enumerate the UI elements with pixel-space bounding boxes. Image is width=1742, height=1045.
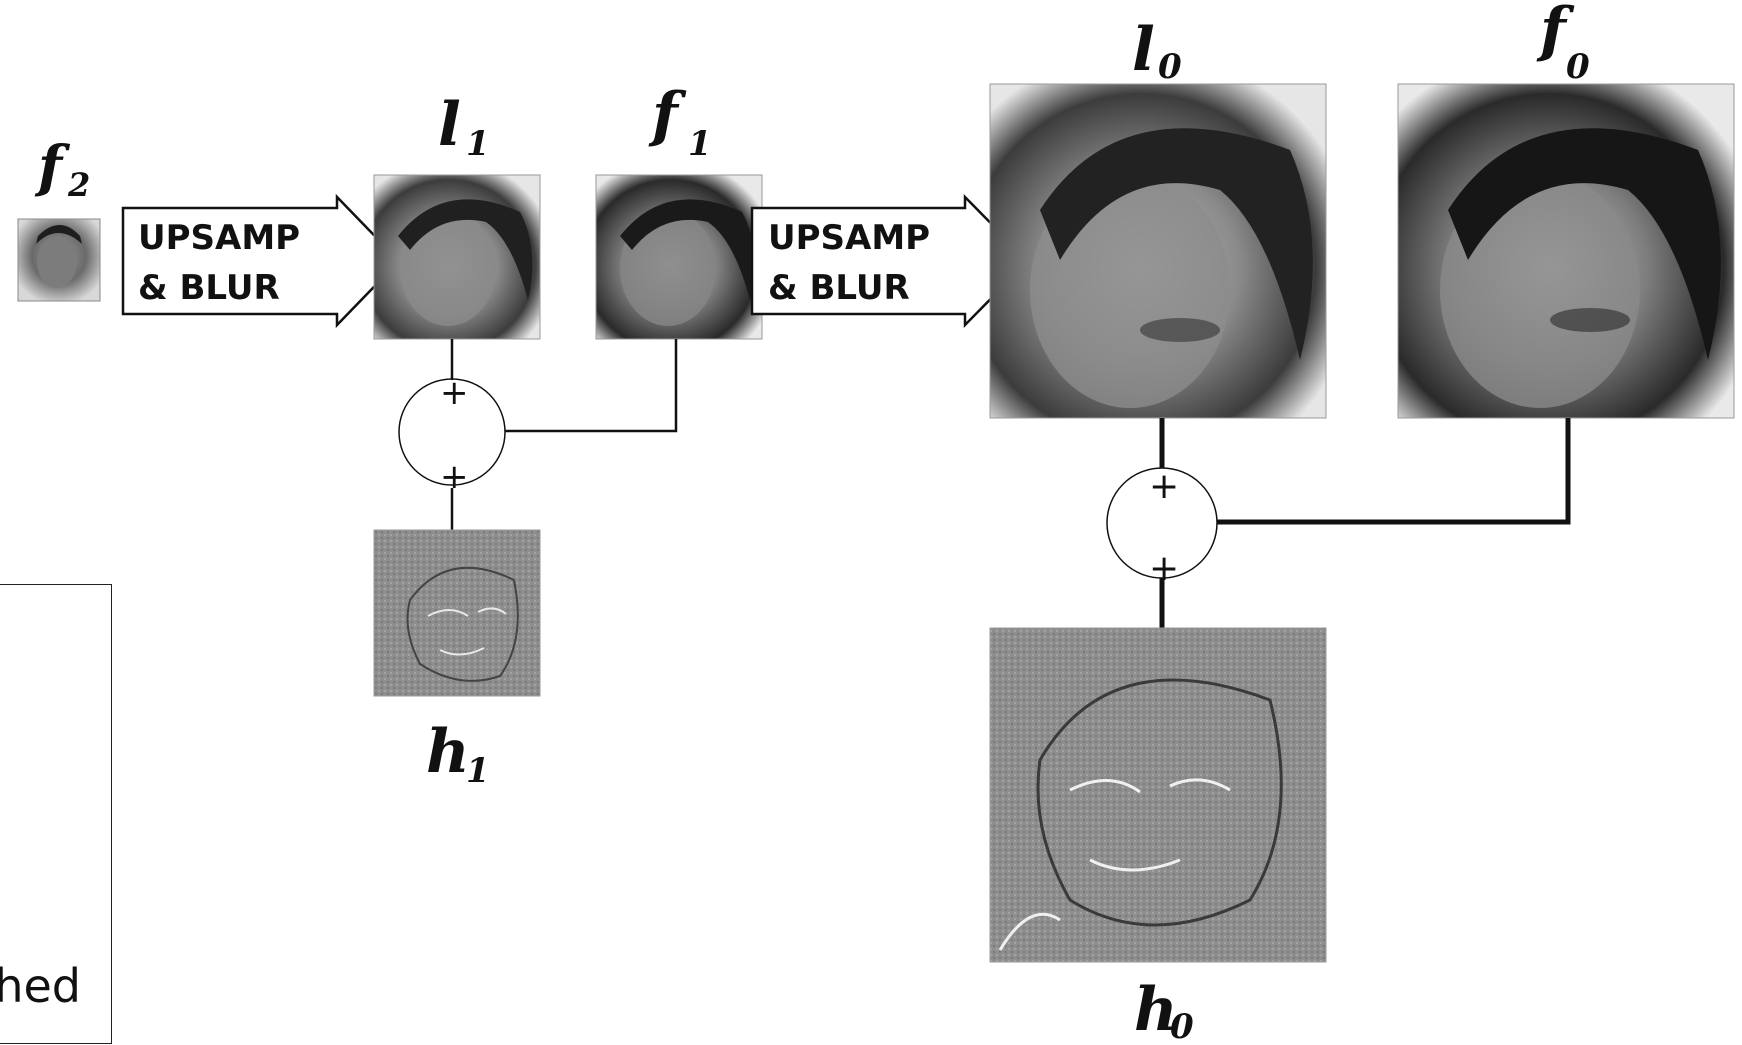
f1-label: f (648, 80, 687, 150)
adder-1-plus-top: + (440, 373, 469, 413)
h1-label-sub: 1 (466, 751, 490, 791)
adder-2: + + (1106, 418, 1571, 628)
f1-image (595, 174, 763, 340)
f2-image (17, 218, 101, 302)
f2-label: f (34, 134, 71, 200)
h0-label-sub: 0 (1170, 1007, 1194, 1045)
h0-label: h (1134, 975, 1178, 1045)
f0-image (1397, 83, 1735, 419)
arrow-2-line-1: UPSAMP (768, 218, 930, 258)
clipped-note-box: hed (0, 584, 112, 1044)
h1-label: h (426, 717, 470, 787)
arrow-2-line-2: & BLUR (768, 268, 910, 308)
l1-image (373, 174, 541, 340)
f2-label-sub: 2 (67, 166, 90, 204)
l0-label: l (1132, 15, 1155, 85)
arrow-1-line-1: UPSAMP (138, 218, 300, 258)
h1-image (373, 529, 541, 697)
l1-label-sub: 1 (466, 124, 490, 164)
l1-label: l (438, 90, 461, 160)
f0-label-sub: 0 (1566, 47, 1590, 87)
arrow-1-line-2: & BLUR (138, 268, 280, 308)
upsample-blur-arrow-1: UPSAMP & BLUR (121, 193, 401, 329)
adder-2-plus-top: + (1149, 466, 1179, 507)
l0-image (989, 83, 1327, 419)
adder-1: + + (398, 339, 678, 530)
l0-label-sub: 0 (1158, 47, 1182, 87)
clipped-note-text: hed (0, 959, 81, 1013)
h0-image (989, 627, 1327, 963)
adder-1-plus-bottom: + (440, 457, 469, 497)
adder-2-plus-bottom: + (1149, 548, 1179, 589)
upsample-blur-arrow-2: UPSAMP & BLUR (750, 193, 1030, 329)
f1-label-sub: 1 (688, 124, 712, 164)
